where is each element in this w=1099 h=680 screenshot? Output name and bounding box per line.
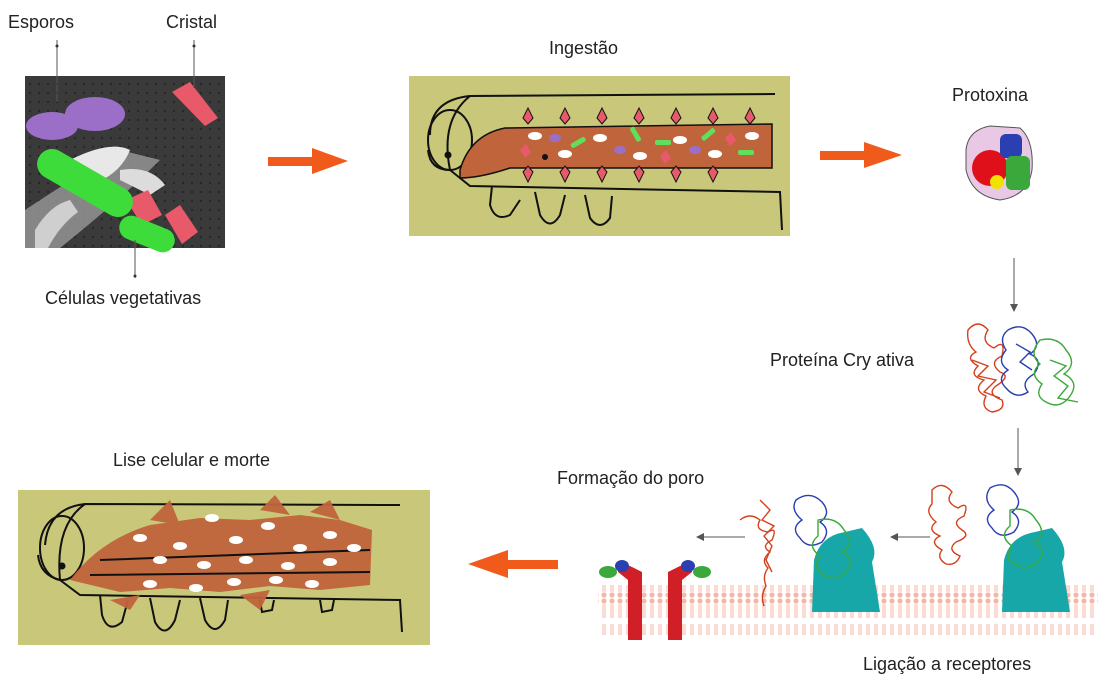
larva-ingestion-panel: [409, 76, 790, 236]
thin-arrows: [696, 258, 1022, 541]
membrane-region: [598, 485, 1098, 640]
micrograph: [25, 40, 225, 278]
spore-2: [65, 97, 125, 131]
arrow-to-lysis: [468, 550, 558, 578]
active-cry-protein: [968, 324, 1078, 412]
arrow-to-protoxin: [820, 142, 902, 168]
receptor-1: [812, 528, 880, 612]
protoxin-molecule: [966, 126, 1032, 200]
larva-lysis-panel: [18, 490, 430, 645]
arrow-to-ingestion: [268, 148, 348, 174]
